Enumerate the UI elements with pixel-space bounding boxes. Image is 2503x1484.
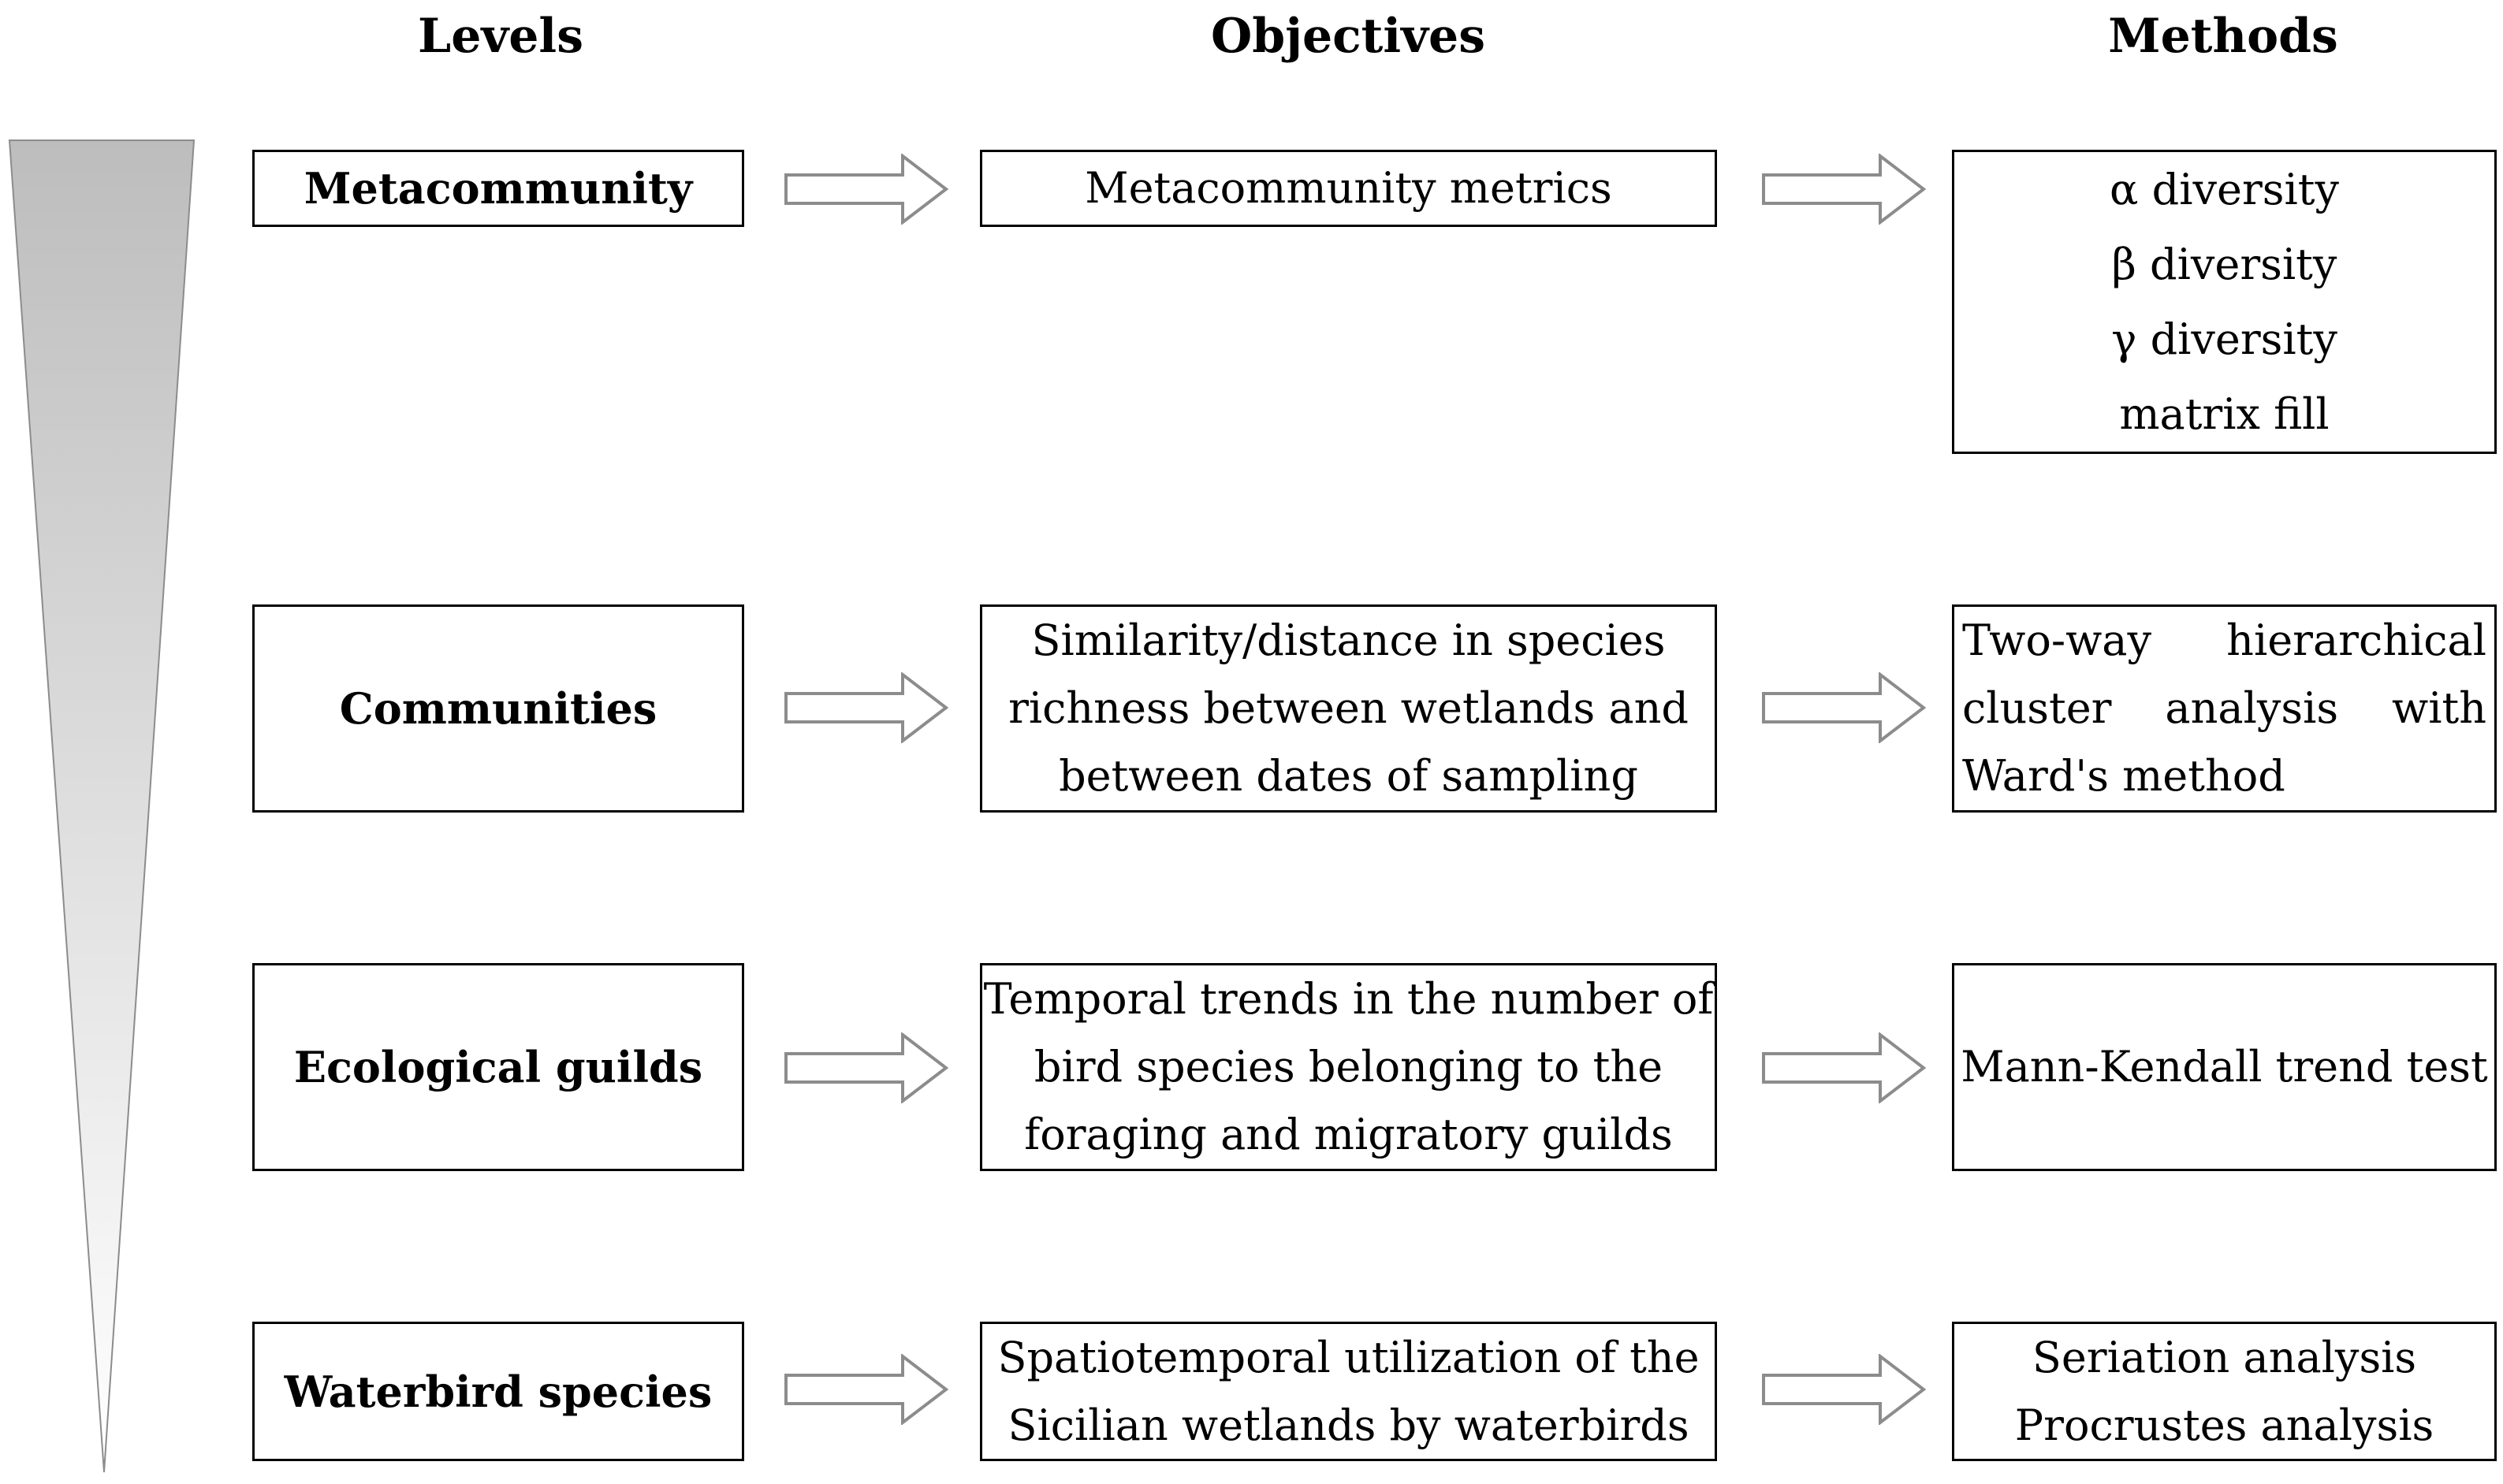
method-line: cluster analysis with [1962,683,2486,733]
objective-box-metacommunity: Metacommunity metrics [980,150,1717,227]
objective-box-communities: Similarity/distance in species richness … [980,604,1717,813]
objective-line: Similarity/distance in species [1031,616,1666,665]
arrow-right-icon [784,1354,949,1425]
arrow-right-icon [1762,1354,1927,1425]
header-objectives: Objectives [1211,9,1485,64]
arrow-right-icon [1762,1032,1927,1103]
level-box-communities: Communities [252,604,744,813]
method-line: Ward's method [1962,751,2285,801]
level-label: Metacommunity [304,163,693,214]
method-line: β diversity [2111,240,2337,289]
level-label: Ecological guilds [293,1042,703,1092]
objective-line: foraging and migratory guilds [1024,1110,1673,1159]
objective-line: Metacommunity metrics [1085,163,1612,213]
objective-line: Spatiotemporal utilization of the [997,1332,1700,1382]
hierarchy-gradient-triangle [8,139,196,1473]
methods-box-ecological-guilds: Mann-Kendall trend test [1952,963,2497,1171]
method-line: Procrustes analysis [2014,1400,2434,1450]
objective-line: Sicilian wetlands by waterbirds [1008,1400,1689,1450]
objective-box-ecological-guilds: Temporal trends in the number of bird sp… [980,963,1717,1171]
objective-line: bird species belonging to the [1034,1042,1663,1092]
objective-line: Temporal trends in the number of [983,974,1714,1024]
method-line: γ diversity [2111,314,2337,364]
method-line: Mann-Kendall trend test [1961,1042,2488,1092]
arrow-right-icon [784,1032,949,1103]
method-line: Seriation analysis [2032,1332,2417,1382]
method-line: α diversity [2110,165,2339,214]
methods-box-metacommunity: α diversity β diversity γ diversity matr… [1952,150,2497,454]
methods-box-waterbird-species: Seriation analysis Procrustes analysis [1952,1322,2497,1461]
objective-line: between dates of sampling [1059,751,1638,801]
arrow-right-icon [1762,672,1927,743]
methods-box-communities: Two-way hierarchical cluster analysis wi… [1952,604,2497,813]
level-box-metacommunity: Metacommunity [252,150,744,227]
arrow-right-icon [784,672,949,743]
method-line: matrix fill [2119,389,2330,439]
method-line: Two-way hierarchical [1962,616,2486,665]
level-label: Communities [339,683,657,734]
objective-line: richness between wetlands and [1008,683,1689,733]
objective-box-waterbird-species: Spatiotemporal utilization of the Sicili… [980,1322,1717,1461]
arrow-right-icon [784,154,949,225]
level-label: Waterbird species [284,1366,713,1417]
header-levels: Levels [418,9,583,64]
level-box-waterbird-species: Waterbird species [252,1322,744,1461]
level-box-ecological-guilds: Ecological guilds [252,963,744,1171]
arrow-right-icon [1762,154,1927,225]
header-methods: Methods [2108,9,2338,64]
